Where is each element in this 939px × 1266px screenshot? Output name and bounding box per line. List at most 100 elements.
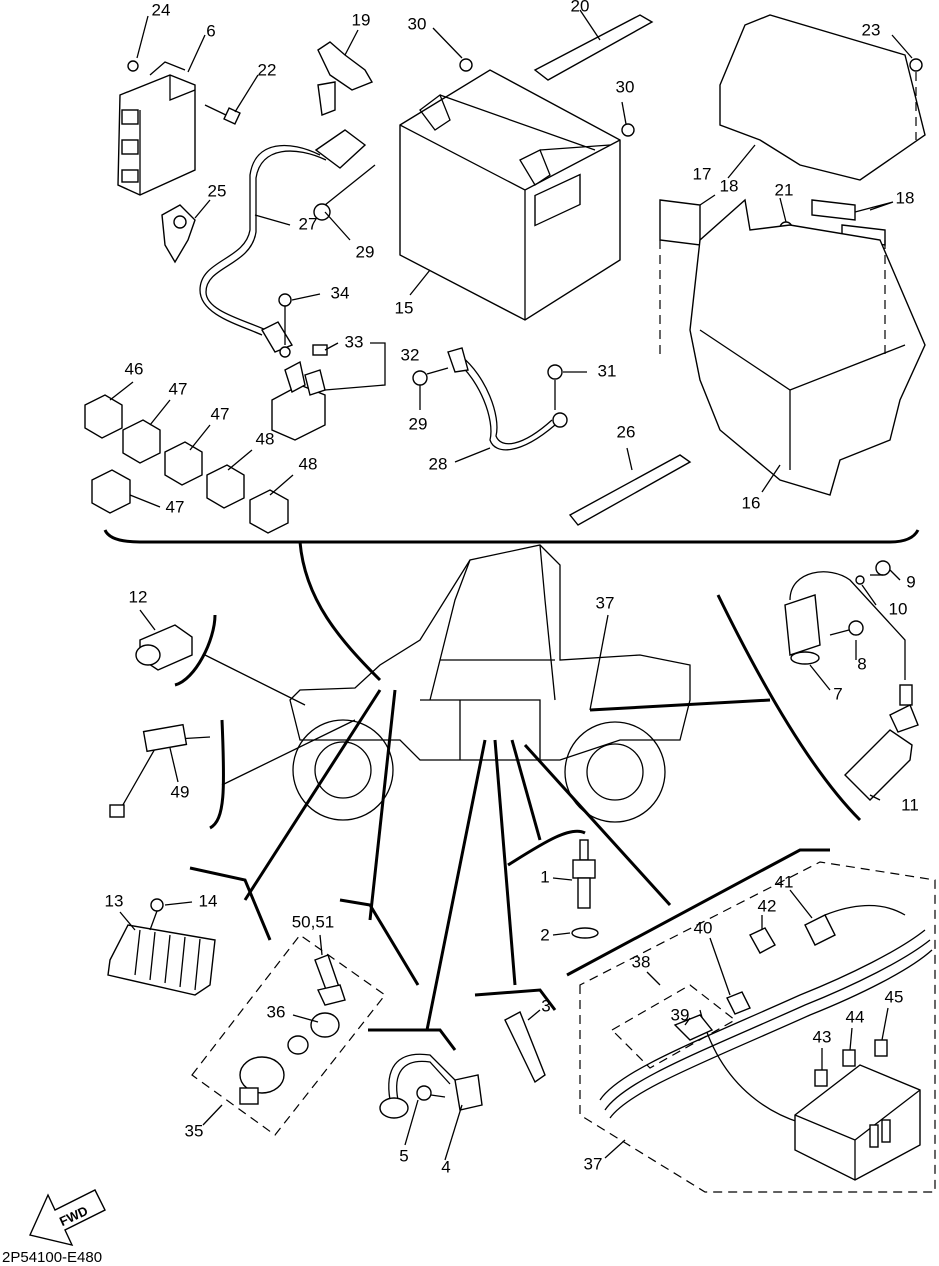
relay-part-40: [726, 991, 751, 1015]
callout-label: 38: [632, 952, 651, 971]
callout-label: 42: [758, 896, 777, 915]
starter-relay-part-32: [271, 360, 326, 441]
bolt-part-29: [313, 164, 376, 221]
callout-label: 2: [540, 925, 549, 944]
bolt-part-31: [547, 364, 563, 410]
wire-harness-box-37: [579, 861, 936, 1193]
sensor-part-41: [804, 904, 906, 946]
callout-label: 36: [267, 1002, 286, 1021]
callout-label: 30: [408, 14, 427, 33]
callout-label: 37: [596, 593, 615, 612]
main-switch-box-35: [191, 934, 386, 1136]
callout-label: 47: [166, 497, 185, 516]
callout-label: 45: [885, 987, 904, 1006]
callout-label: 49: [171, 782, 190, 801]
group-bracket-4: [368, 1028, 457, 1051]
group-bracket-49: [209, 719, 226, 830]
lead-part-39: [673, 1014, 714, 1041]
callout-label: 47: [169, 379, 188, 398]
callout-label: 39: [671, 1005, 690, 1024]
bolt-part-9: [870, 560, 891, 576]
callout-label: 44: [846, 1007, 865, 1026]
battery-band-part-20: [533, 14, 654, 81]
gasket-part-2: [571, 927, 599, 939]
ecu-unit-part-6: [117, 61, 196, 196]
group-bracket-37: [566, 848, 830, 977]
callout-label: 25: [208, 181, 227, 200]
callout-label: 3: [541, 996, 550, 1015]
fuse-part-44: [842, 1049, 856, 1067]
group-bracket-7: [716, 594, 862, 822]
group-bracket-13: [189, 866, 272, 941]
callout-label: 19: [352, 10, 371, 29]
callout-label: 48: [256, 429, 275, 448]
callout-label: 1: [540, 867, 549, 886]
sensor-part-3: [504, 1011, 546, 1084]
callout-labels: 24 6 22 19 30 20 23 30 17 18 21 18 25 27…: [105, 0, 919, 1176]
callout-label: 28: [429, 454, 448, 473]
callout-label: 8: [857, 654, 866, 673]
callout-label: 21: [775, 180, 794, 199]
callout-label: 33: [345, 332, 364, 351]
callout-label: 26: [617, 422, 636, 441]
callout-label: 13: [105, 891, 124, 910]
callout-label: 37: [584, 1154, 603, 1173]
callout-label: 40: [694, 918, 713, 937]
callout-label: 11: [901, 795, 919, 814]
spark-cap-part-11: [844, 684, 919, 801]
rectifier-part-13: [107, 924, 216, 996]
nut-part-36: [287, 1012, 340, 1055]
sensor-part-49: [109, 723, 211, 818]
bolt-part-14: [149, 898, 164, 931]
callout-label: 30: [616, 77, 635, 96]
callout-label: 43: [813, 1027, 832, 1046]
nut-part-30: [459, 58, 473, 72]
callout-label: 32: [401, 345, 420, 364]
callout-label: 23: [862, 20, 881, 39]
bolt-part-22: [204, 104, 241, 125]
fwd-arrow-icon: [29, 1189, 106, 1247]
battery-box-cover-part-17: [719, 14, 926, 181]
callout-label: 5: [399, 1146, 408, 1165]
callout-label: 50,51: [292, 912, 335, 931]
fuse-part-33: [312, 344, 328, 356]
callout-label: 15: [395, 298, 414, 317]
clip-part-19: [317, 41, 374, 116]
pad-part-18: [659, 199, 886, 246]
callout-label: 20: [571, 0, 590, 15]
lead-box-38: [611, 984, 737, 1069]
battery-box-part-16: [659, 198, 926, 496]
callout-label: 29: [409, 414, 428, 433]
clip-part-25: [161, 204, 196, 264]
callout-label: 18: [720, 176, 739, 195]
callout-label: 18: [896, 188, 915, 207]
bolt-part-29b: [412, 367, 449, 386]
callout-leaders: [109, 9, 913, 1161]
spark-plug-part-1: [572, 839, 596, 909]
relay-part-42: [749, 927, 776, 954]
group-bracket-50: [339, 898, 420, 986]
bolt-part-34: [278, 293, 292, 358]
coupler-parts-46-48: [84, 394, 289, 534]
callout-label: 48: [299, 454, 318, 473]
callout-label: 46: [125, 359, 144, 378]
callout-label: 34: [331, 283, 350, 302]
callout-label: 22: [258, 60, 277, 79]
diagram-code: 2P54100-E480: [2, 1249, 102, 1266]
callout-label: 16: [742, 493, 761, 512]
cable-tie-part-26: [568, 454, 692, 526]
callout-label: 31: [598, 361, 617, 380]
top-group-bracket: [103, 529, 920, 544]
callout-label: 4: [441, 1157, 450, 1176]
ground-cable-part-28: [447, 347, 568, 451]
group-bracket-3: [474, 988, 557, 1011]
battery-cable-part-27: [199, 129, 367, 353]
callout-label: 17: [693, 164, 712, 183]
callout-label: 9: [906, 572, 915, 591]
fuse-part-45: [874, 1039, 888, 1057]
fuse-part-43: [814, 1069, 828, 1087]
ignition-coil-part-7: [784, 571, 906, 680]
callout-label: 27: [299, 214, 318, 233]
battery-part-15: [399, 69, 621, 321]
